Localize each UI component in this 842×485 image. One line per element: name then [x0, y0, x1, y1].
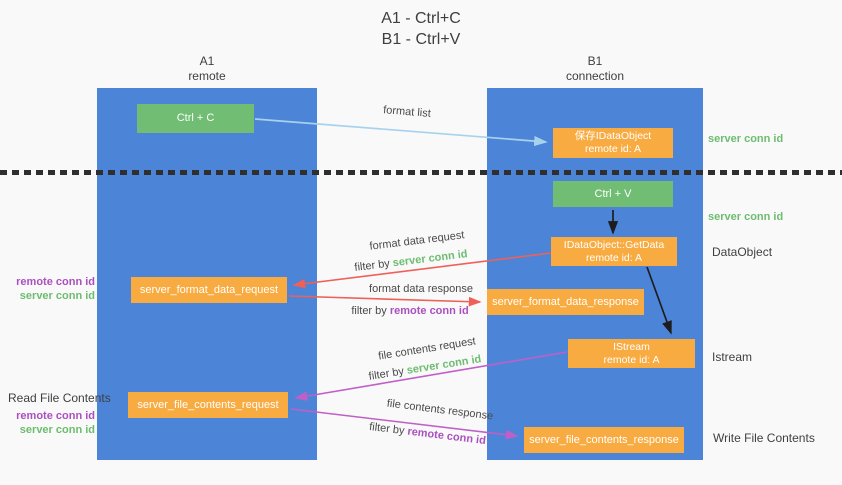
node-server-file-contents-response-label: server_file_contents_response	[529, 433, 679, 446]
right-column-header: B1 connection	[487, 54, 703, 84]
node-ctrl-v: Ctrl + V	[553, 181, 673, 207]
label-conn-id-pair-1: remote conn id server conn id	[0, 276, 95, 303]
label-conn-id-pair-2: remote conn id server conn id	[0, 410, 95, 437]
node-server-file-contents-request: server_file_contents_request	[128, 392, 288, 418]
node-ctrl-v-label: Ctrl + V	[594, 187, 632, 200]
node-save-idataobject-line2: remote id: A	[584, 143, 642, 155]
node-istream-line1: IStream	[613, 340, 650, 353]
filter-prefix: filter by	[368, 420, 409, 438]
node-idataobject-getdata: IDataObject::GetData remote id: A	[551, 237, 677, 266]
label-filter-by-remote-2: filter by remote conn id	[350, 419, 505, 450]
filter-prefix: filter by	[367, 364, 408, 383]
label-server-conn-id-mid: server conn id	[708, 211, 784, 223]
node-idataobject-getdata-line2: remote id: A	[585, 251, 643, 264]
right-column-name: B1	[587, 54, 603, 68]
node-ctrl-c-label: Ctrl + C	[176, 112, 215, 124]
left-column-role: remote	[188, 69, 226, 83]
node-istream-line2: remote id: A	[603, 353, 660, 366]
label-read-file-contents: Read File Contents	[8, 391, 111, 405]
filter-server-conn-id: server conn id	[405, 353, 483, 377]
label-server-conn-id-2: server conn id	[19, 423, 95, 436]
title-line-1: A1 - Ctrl+C	[381, 10, 461, 27]
filter-remote-conn-id: remote conn id	[406, 425, 487, 448]
arrow-format-data-response	[288, 295, 482, 307]
filter-server-conn-id: server conn id	[392, 248, 469, 270]
dotted-separator	[0, 170, 842, 175]
label-server-conn-id-top: server conn id	[708, 133, 784, 145]
label-istream: Istream	[712, 350, 753, 364]
label-server-conn-id-1: server conn id	[19, 289, 95, 302]
label-remote-conn-id-2: remote conn id	[16, 410, 95, 422]
node-istream: IStream remote id: A	[568, 339, 695, 368]
node-save-idataobject: 保存IDataObject remote id: A	[553, 128, 673, 158]
node-server-format-data-response: server_format_data_response	[487, 289, 644, 315]
filter-prefix: filter by	[351, 305, 390, 317]
label-dataobject: DataObject	[712, 245, 773, 259]
node-save-idataobject-line1: 保存IDataObject	[574, 130, 652, 142]
label-filter-by-remote-1: filter by remote conn id	[340, 305, 480, 317]
node-server-file-contents-response: server_file_contents_response	[524, 427, 684, 453]
label-format-list: format list	[382, 104, 432, 120]
node-server-format-data-request: server_format_data_request	[131, 277, 287, 303]
label-remote-conn-id-1: remote conn id	[16, 276, 95, 288]
left-column-name: A1	[199, 54, 215, 68]
filter-remote-conn-id: remote conn id	[389, 305, 469, 317]
node-idataobject-getdata-line1: IDataObject::GetData	[563, 238, 665, 251]
label-format-data-response: format data response	[369, 283, 473, 295]
node-ctrl-c: Ctrl + C	[137, 104, 254, 133]
label-write-file-contents: Write File Contents	[713, 431, 815, 445]
right-column-role: connection	[565, 69, 625, 83]
diagram-title: A1 - Ctrl+C B1 - Ctrl+V	[0, 8, 842, 50]
title-line-2: B1 - Ctrl+V	[381, 31, 461, 48]
node-server-format-data-request-label: server_format_data_request	[139, 283, 279, 296]
node-server-format-data-response-label: server_format_data_response	[492, 295, 639, 308]
node-server-file-contents-request-label: server_file_contents_request	[137, 398, 279, 411]
left-column-header: A1 remote	[97, 54, 317, 84]
filter-prefix: filter by	[353, 257, 394, 274]
